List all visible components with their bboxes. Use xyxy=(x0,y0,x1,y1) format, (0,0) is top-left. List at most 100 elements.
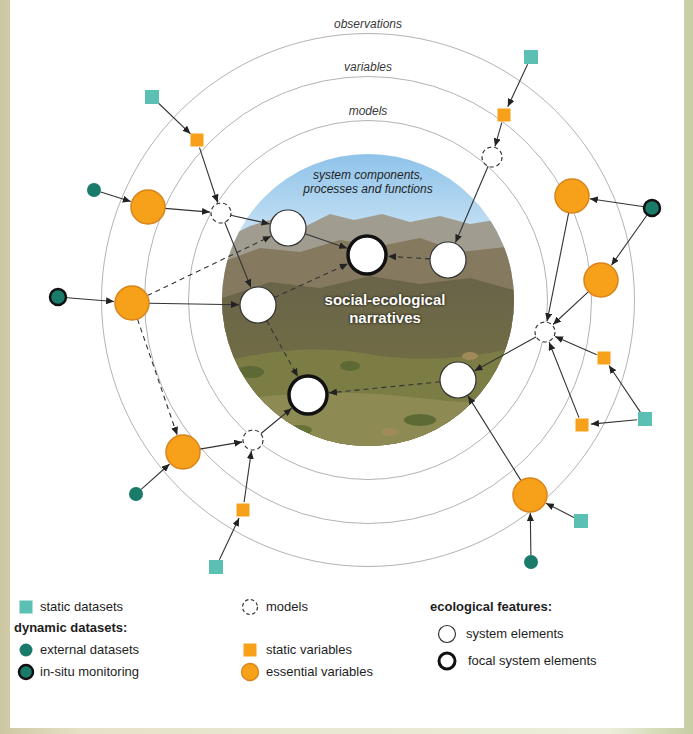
photo-content xyxy=(222,214,514,446)
in-situ-dot xyxy=(50,289,66,305)
model-circle xyxy=(243,430,263,450)
legend-swatch xyxy=(16,662,36,682)
legend-sample xyxy=(244,644,257,657)
essential-variable-circle xyxy=(131,190,165,224)
static-dataset-square xyxy=(145,90,159,104)
legend-swatch xyxy=(16,640,36,660)
legend-text: essential variables xyxy=(266,662,373,682)
solid-arrow xyxy=(590,199,644,207)
focal-element-circle xyxy=(348,236,386,274)
essential-variable-circle xyxy=(584,263,618,297)
model-circle xyxy=(211,147,555,450)
solid-arrow xyxy=(611,215,647,266)
focal-element-circle xyxy=(289,236,386,414)
legend-text: models xyxy=(266,597,308,617)
solid-arrow xyxy=(475,337,537,371)
legend-text: system elements xyxy=(466,624,564,644)
dashed-arrow xyxy=(138,236,441,435)
solid-arrow xyxy=(219,518,239,560)
system-element-circle xyxy=(440,362,476,398)
legend-swatch xyxy=(240,662,260,682)
legend-sample xyxy=(243,600,258,615)
legend-row: focal system elements xyxy=(437,651,566,671)
static-dataset-square xyxy=(574,514,588,528)
photo-content xyxy=(222,154,514,446)
external-dataset-dot xyxy=(524,555,538,569)
legend-row: essential variables xyxy=(240,662,347,682)
ring-label: variables xyxy=(341,60,395,75)
solid-arrow xyxy=(549,342,579,417)
ring-label: observations xyxy=(331,17,405,32)
solid-arrow xyxy=(305,234,347,248)
solid-arrow xyxy=(101,192,131,202)
legend-row: system elements xyxy=(437,624,535,644)
circle-title: social-ecological narratives xyxy=(299,291,471,327)
observations-ring: observationsvariablesmodelssystem compon… xyxy=(101,33,635,567)
ring-line xyxy=(145,77,592,524)
solid-arrow xyxy=(609,366,641,413)
external-dataset-dot xyxy=(129,487,143,501)
legend-sample xyxy=(20,601,33,614)
static-dataset-square xyxy=(638,412,652,426)
legend-row: in-situ monitoring xyxy=(16,662,115,682)
essential-variable-circle xyxy=(555,179,589,213)
legend-heading: dynamic datasets: xyxy=(14,618,127,638)
legend-row: static variables xyxy=(240,640,326,660)
solid-arrow xyxy=(530,513,532,555)
solid-arrow xyxy=(165,208,210,212)
photo-content xyxy=(288,425,312,435)
system-element-circle xyxy=(430,242,466,278)
essential-variable-circle xyxy=(166,435,200,469)
text-holder: system components, processes and functio… xyxy=(302,168,434,196)
solid-arrow xyxy=(231,215,270,224)
legend-text: static variables xyxy=(266,640,352,660)
legend-text: focal system elements xyxy=(468,651,597,671)
legend-text: external datasets xyxy=(40,640,139,660)
text-holder: observations xyxy=(323,14,413,32)
external-dataset-dot xyxy=(87,183,538,569)
text-holder: social-ecological narratives xyxy=(299,291,471,327)
photo-content xyxy=(462,352,478,360)
essential-variable-circle xyxy=(115,286,149,320)
solid-arrow xyxy=(468,396,521,481)
model-circle xyxy=(211,203,231,223)
legend-sample xyxy=(439,653,455,669)
model-circle xyxy=(482,147,502,167)
solid-arrow xyxy=(67,298,114,302)
focal-element-circle xyxy=(289,376,327,414)
legend-row: models xyxy=(240,597,282,617)
system-element-circle xyxy=(240,210,476,398)
solid-arrow xyxy=(141,464,169,489)
static-variable-square xyxy=(498,109,511,122)
solid-arrow xyxy=(200,148,218,203)
solid-arrow xyxy=(261,408,292,433)
static-dataset-square xyxy=(209,560,223,574)
system-element-circle xyxy=(270,210,306,246)
legend-swatch xyxy=(240,640,260,660)
solid-arrow xyxy=(225,222,251,287)
legend-swatch xyxy=(16,597,36,617)
solid-arrow xyxy=(244,451,251,502)
static-variable-square xyxy=(191,134,204,147)
solid-arrow xyxy=(546,503,574,517)
solid-arrow xyxy=(553,292,588,325)
legend-row: static datasets xyxy=(16,597,99,617)
essential-variable-circle xyxy=(513,478,547,512)
solid-arrow xyxy=(456,166,489,242)
solid-arrow xyxy=(67,64,647,560)
dashed-arrow xyxy=(138,319,178,435)
solid-arrow xyxy=(555,336,597,354)
solid-arrow xyxy=(508,64,528,107)
legend-sample xyxy=(439,626,456,643)
legend-sample xyxy=(242,664,259,681)
ring-line xyxy=(189,121,548,480)
solid-arrow xyxy=(591,420,637,424)
dashed-arrow xyxy=(274,264,348,298)
static-dataset-square xyxy=(524,50,538,64)
legend-sample xyxy=(20,644,33,657)
external-dataset-dot xyxy=(87,183,101,197)
photo-content xyxy=(222,348,514,446)
static-variable-square xyxy=(237,504,250,517)
legend-text: static datasets xyxy=(40,597,123,617)
variables-ring: variablesmodelssystem components, proces… xyxy=(144,76,592,524)
